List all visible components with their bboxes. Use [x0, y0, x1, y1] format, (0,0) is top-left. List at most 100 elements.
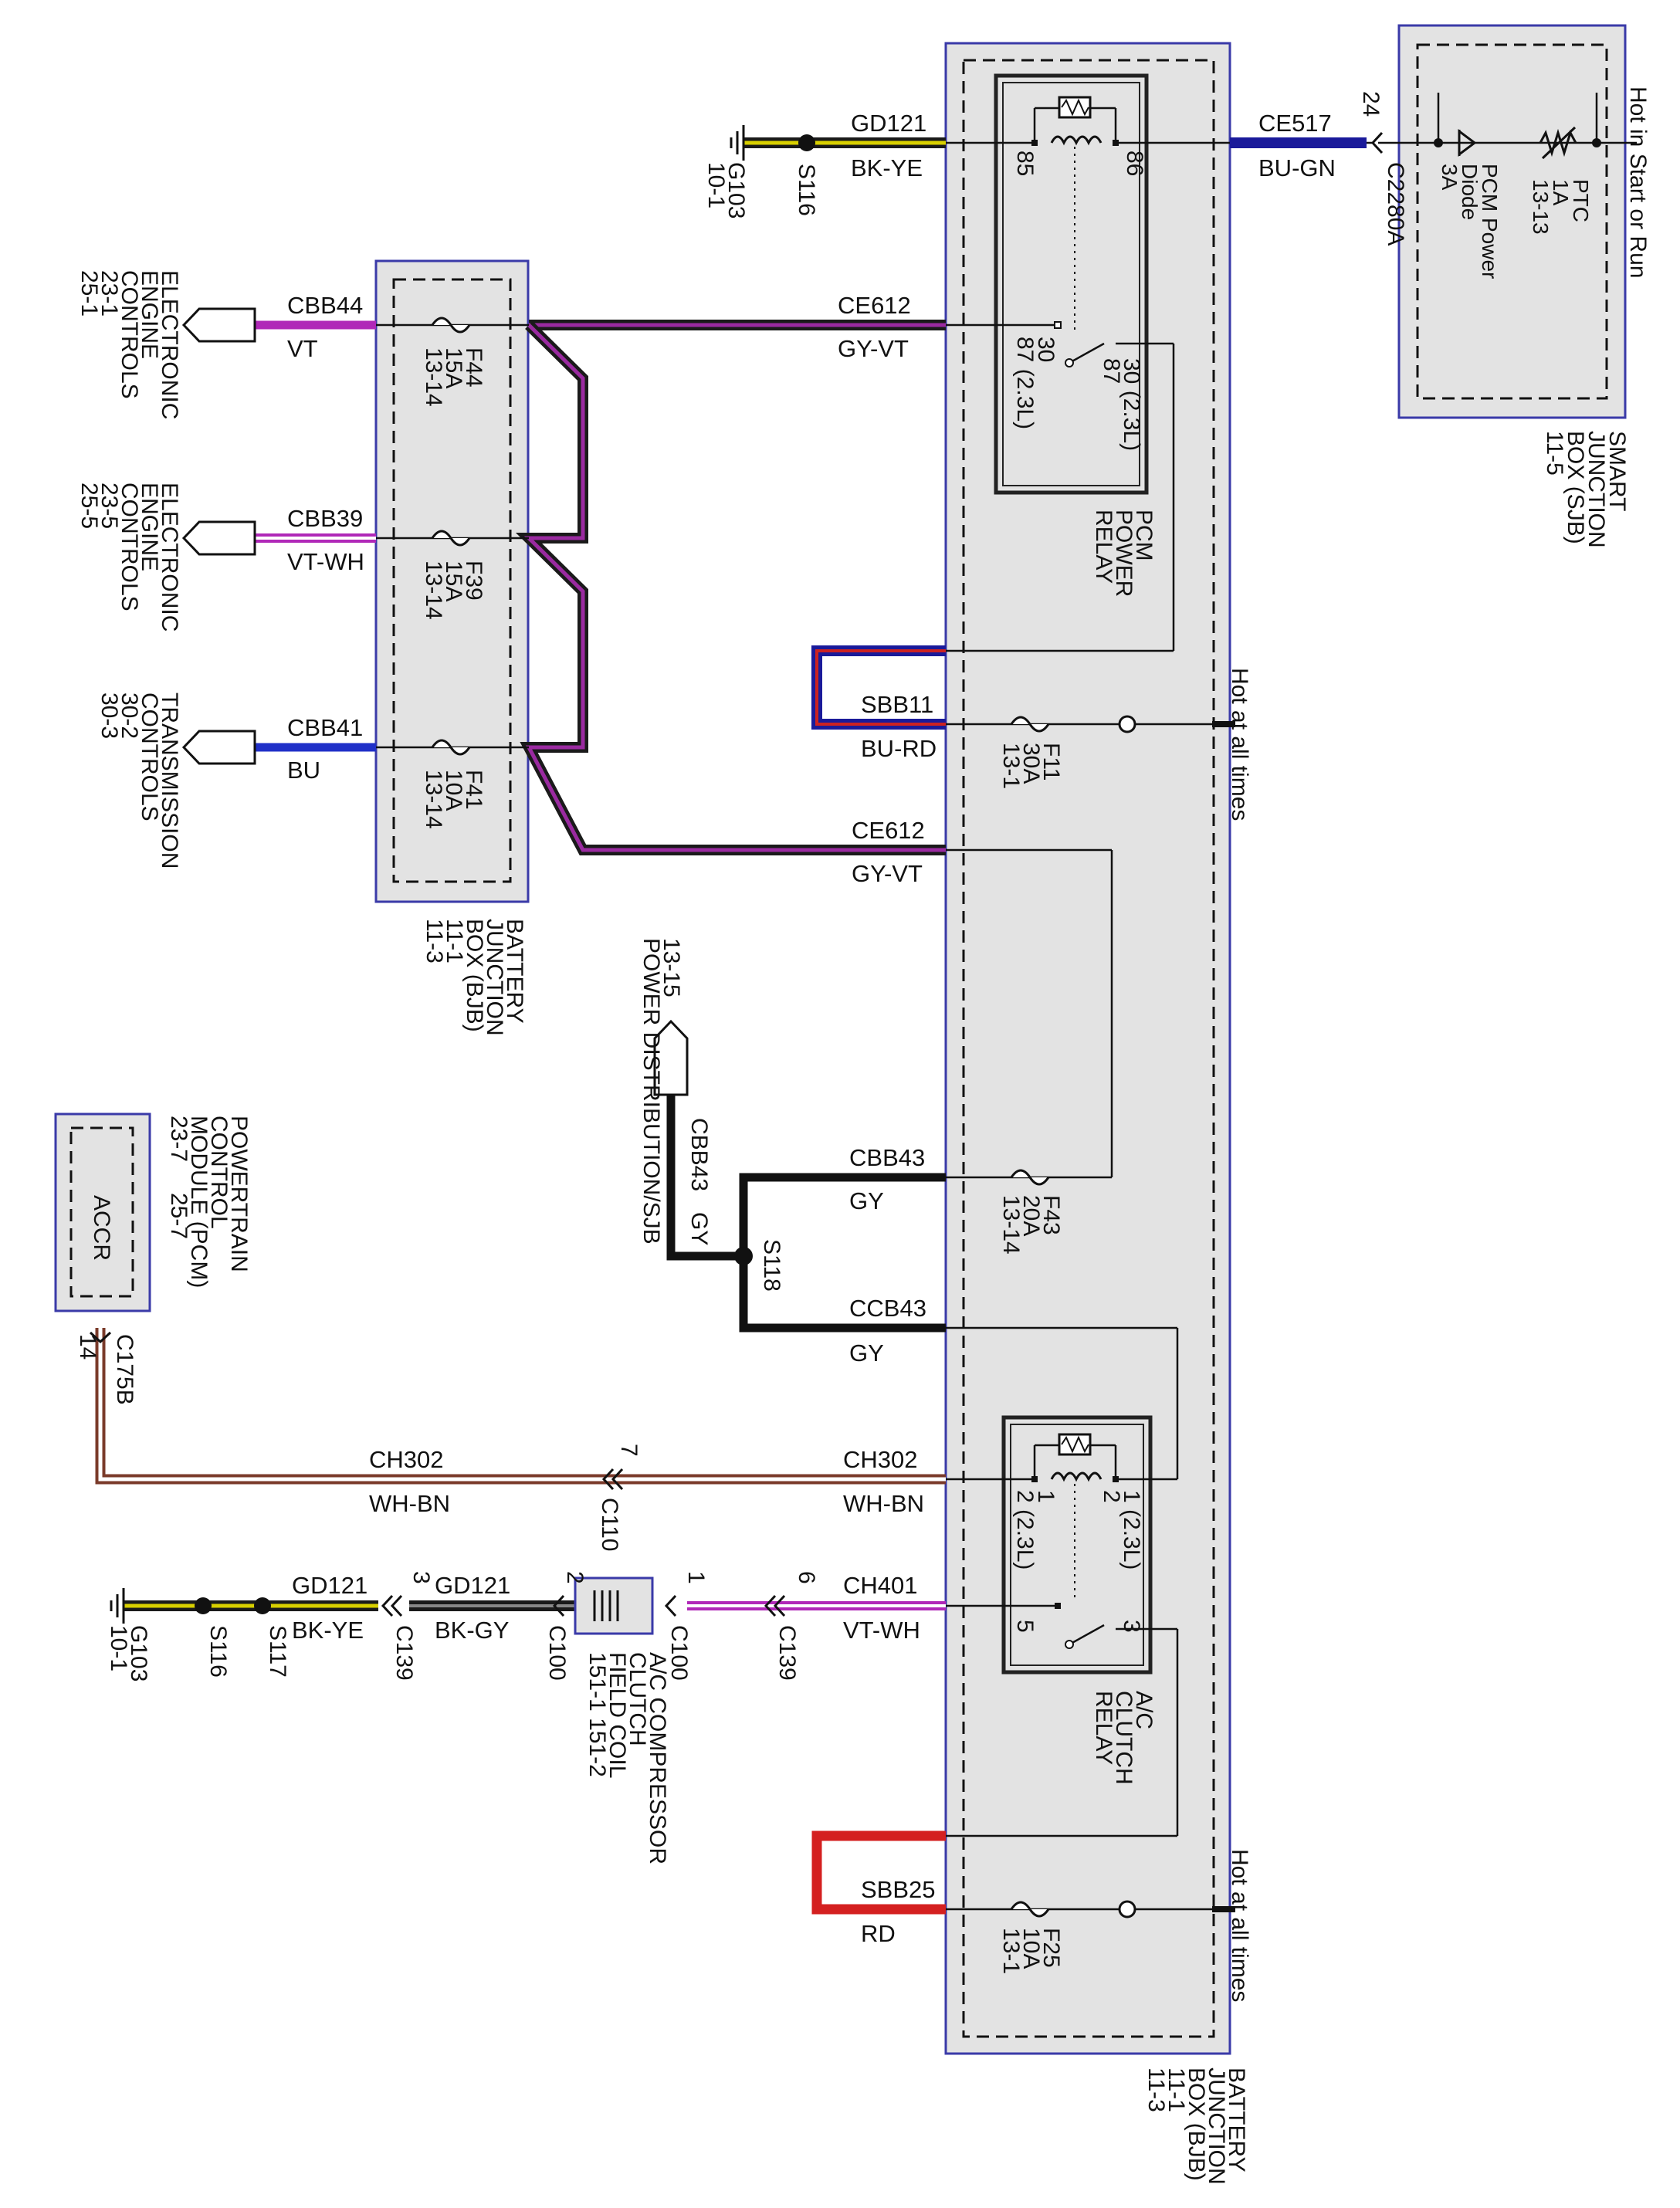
- svg-text:TRANSMISSION: TRANSMISSION: [157, 693, 182, 869]
- fuse-f41: [431, 739, 471, 756]
- svg-text:Diode: Diode: [1458, 164, 1482, 220]
- cbb43-pd-color: GY: [686, 1212, 712, 1245]
- battery-junction-box-right: [944, 42, 1231, 2055]
- svg-text:RELAY: RELAY: [1091, 510, 1116, 584]
- ch401-wire: CH401: [843, 1572, 918, 1599]
- ground-g103-low: [110, 1588, 125, 1624]
- svg-text:13-15: 13-15: [659, 938, 684, 997]
- ac-relay-pin-2: 2: [1099, 1490, 1124, 1503]
- svg-text:13-14: 13-14: [421, 347, 446, 407]
- c139-low-pin: 3: [408, 1571, 434, 1584]
- svg-text:1A: 1A: [1549, 179, 1573, 206]
- svg-text:A/C: A/C: [1131, 1691, 1157, 1729]
- pcm-power-relay: [994, 73, 1149, 495]
- gd121-top-color: BK-YE: [851, 154, 923, 181]
- splice-s116-low: [195, 1597, 212, 1614]
- splice-s116-top: [798, 134, 815, 151]
- sbb11-color: BU-RD: [861, 735, 937, 762]
- hot-at-all-times-1: Hot at all times: [1227, 668, 1252, 821]
- relay-pin-87: 87: [1099, 358, 1124, 384]
- fuse-f25-label: F25 10A 13-1: [998, 1928, 1064, 1974]
- svg-text:SMART: SMART: [1604, 431, 1630, 511]
- svg-text:POWERTRAIN: POWERTRAIN: [226, 1116, 252, 1272]
- wire-cbb43-pd: [666, 1095, 743, 1261]
- svg-text:F11: F11: [1038, 743, 1064, 781]
- svg-text:A/C COMPRESSOR: A/C COMPRESSOR: [645, 1652, 670, 1864]
- svg-text:13-1: 13-1: [998, 1928, 1024, 1974]
- c139-top-label: C139: [774, 1625, 800, 1681]
- ac-relay-pin-1-23: 1 (2.3L): [1119, 1490, 1144, 1570]
- svg-text:POWER DISTRIBUTION/SJB: POWER DISTRIBUTION/SJB: [638, 938, 664, 1245]
- diode-label: PCM Power Diode 3A: [1438, 164, 1502, 279]
- svg-text:25-1: 25-1: [76, 270, 102, 317]
- svg-text:13-13: 13-13: [1529, 179, 1553, 235]
- fuse-f44-label: F44 15A 13-14: [421, 347, 486, 407]
- bjb-left-name: BATTERY JUNCTION BOX (BJB) 11-1 11-3: [422, 919, 527, 1036]
- svg-text:ELECTRONIC: ELECTRONIC: [157, 483, 182, 632]
- s116-low-label: S116: [205, 1625, 231, 1678]
- svg-text:ENGINE: ENGINE: [137, 483, 162, 571]
- c110-label: C110: [597, 1498, 622, 1552]
- svg-text:3A: 3A: [1438, 164, 1462, 191]
- ce612-top-wire: CE612: [838, 292, 911, 319]
- svg-text:CLUTCH: CLUTCH: [1111, 1691, 1136, 1785]
- s118-label: S118: [759, 1239, 784, 1292]
- svg-text:MODULE (PCM): MODULE (PCM): [186, 1116, 212, 1288]
- c139-low-label: C139: [391, 1625, 417, 1681]
- splice-s118: [734, 1247, 753, 1265]
- ch302-left-color: WH-BN: [369, 1490, 450, 1517]
- accr-label: ACCR: [89, 1195, 114, 1261]
- svg-text:20A: 20A: [1018, 1195, 1044, 1236]
- svg-text:F41: F41: [461, 770, 486, 810]
- svg-text:F25: F25: [1038, 1928, 1064, 1968]
- svg-text:13-14: 13-14: [421, 770, 446, 829]
- svg-text:11-5: 11-5: [1542, 431, 1567, 476]
- wire-ccb43: [739, 1256, 946, 1333]
- svg-text:BOX (BJB): BOX (BJB): [1184, 2067, 1209, 2181]
- svg-text:F43: F43: [1038, 1195, 1064, 1235]
- ce612-bottom-wire: CE612: [852, 817, 925, 844]
- svg-text:BOX (BJB): BOX (BJB): [462, 919, 487, 1032]
- connector-trans: [181, 730, 256, 765]
- relay-pin-86: 86: [1122, 151, 1147, 176]
- ac-relay-pin-1: 1: [1033, 1490, 1058, 1503]
- sbb25-color: RD: [861, 1920, 896, 1947]
- connector-c100: [552, 1594, 677, 1617]
- cbb39-wire: CBB39: [287, 505, 363, 532]
- pcm-relay-coil: [1031, 96, 1119, 367]
- smart-junction-box: [1397, 24, 1627, 419]
- ptc-label: PTC 1A 13-13: [1529, 179, 1593, 235]
- ground-g103-top: [730, 125, 745, 161]
- svg-text:23-5: 23-5: [97, 483, 122, 529]
- ch401-color: VT-WH: [843, 1617, 920, 1644]
- cbb43-color: GY: [849, 1187, 884, 1214]
- connector-c2280a: [1370, 131, 1384, 154]
- c100-right-label: C100: [666, 1625, 692, 1681]
- fuse-f43: [1010, 1169, 1050, 1186]
- connector-c110: [601, 1468, 624, 1491]
- ce517-color: BU-GN: [1258, 154, 1336, 181]
- svg-text:151-1 151-2: 151-1 151-2: [584, 1652, 610, 1777]
- fuse-f11: [1010, 716, 1050, 733]
- ch302-right-color: WH-BN: [843, 1490, 924, 1517]
- svg-text:11-1: 11-1: [442, 919, 467, 963]
- ptc-and-diode: [1418, 93, 1637, 160]
- c175b-pin: 14: [75, 1334, 100, 1360]
- svg-text:JUNCTION: JUNCTION: [1204, 2067, 1229, 2185]
- relay-pin-30: 30: [1033, 337, 1058, 362]
- svg-text:25-7: 25-7: [166, 1193, 191, 1239]
- ccb43-color: GY: [849, 1339, 884, 1366]
- svg-text:11-3: 11-3: [1143, 2067, 1169, 2112]
- compressor-name: A/C COMPRESSOR CLUTCH FIELD COIL 151-1 1…: [584, 1652, 670, 1864]
- fuse-f43-label: F43 20A 13-14: [998, 1195, 1064, 1255]
- ac-relay-name: A/C CLUTCH RELAY: [1091, 1691, 1157, 1785]
- fuse-f39-label: F39 15A 13-14: [421, 560, 486, 620]
- connector-c139-low: [381, 1594, 403, 1617]
- svg-text:F44: F44: [461, 347, 486, 388]
- svg-text:RELAY: RELAY: [1091, 1691, 1116, 1765]
- gd121-mid-color: BK-GY: [435, 1617, 509, 1644]
- svg-text:10-1: 10-1: [703, 162, 729, 208]
- ccb43-wire: CCB43: [849, 1295, 926, 1322]
- c175b-label: C175B: [112, 1334, 137, 1405]
